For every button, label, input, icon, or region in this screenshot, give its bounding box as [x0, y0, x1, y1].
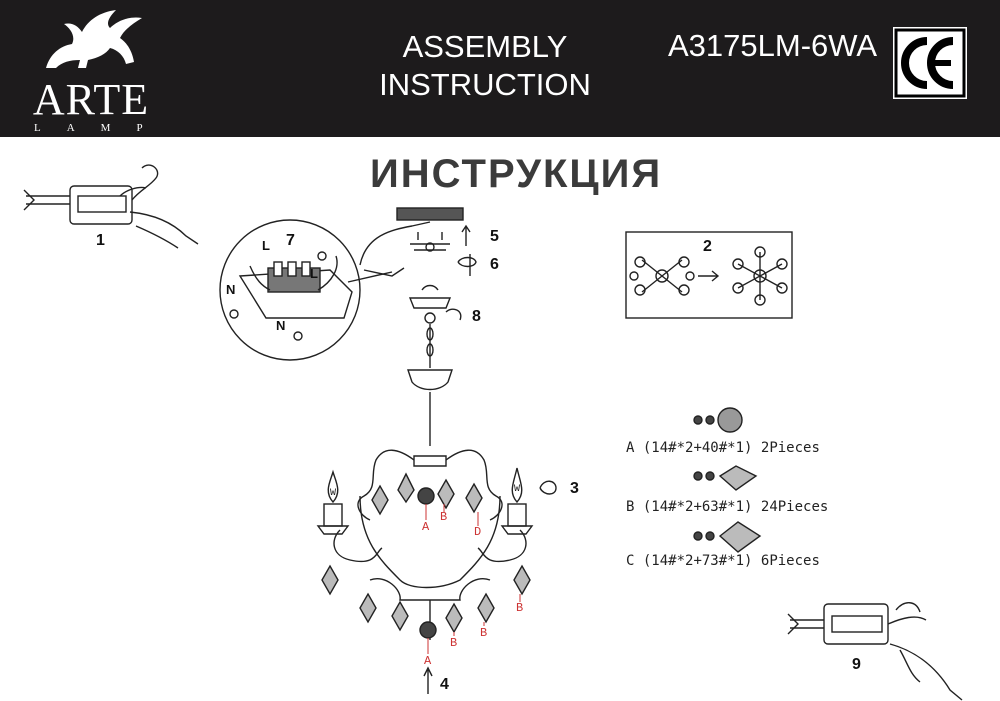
- legend-spec: (14#*2+73#*1): [642, 553, 753, 569]
- legend-row-a: A (14#*2+40#*1) 2Pieces: [626, 440, 820, 456]
- step-number-1: 1: [96, 232, 105, 249]
- rotate-arrow-3: [539, 480, 557, 495]
- ceiling-plate: [359, 207, 477, 277]
- part-label: B: [516, 601, 524, 615]
- part-label: B: [480, 626, 488, 640]
- legend-letter: C: [626, 553, 635, 569]
- wiring-detail-circle: [219, 219, 393, 361]
- crystal-drops: [321, 472, 531, 634]
- canopy-and-chain: [407, 284, 462, 446]
- part-label: A: [424, 654, 432, 668]
- header-bar: ARTE LAMP ASSEMBLY INSTRUCTION A3175LM-6…: [0, 0, 1000, 137]
- title-line-1: ASSEMBLY: [402, 29, 568, 64]
- legend-row-b: B (14#*2+63#*1) 24Pieces: [626, 499, 828, 515]
- legend-row-c: C (14#*2+73#*1) 6Pieces: [626, 553, 820, 569]
- part-label: D: [474, 525, 482, 539]
- legend-qty: 6Pieces: [760, 553, 820, 569]
- chandelier-frame: [316, 449, 534, 640]
- up-arrow-4: [423, 666, 433, 694]
- bulb-mark-left: W: [330, 488, 337, 499]
- step-number-4: 4: [440, 676, 449, 693]
- brand-logo: ARTE LAMP: [26, 6, 156, 134]
- part-label: A: [422, 520, 430, 534]
- bulb-mark-right: W: [514, 484, 521, 495]
- title-line-2: INSTRUCTION: [379, 67, 591, 102]
- wire-label-l-2: L: [310, 266, 318, 281]
- ball-drop-top: [417, 487, 435, 505]
- legend-qty: 24Pieces: [760, 499, 829, 515]
- step-number-6: 6: [490, 256, 499, 273]
- step-number-2: 2: [703, 238, 712, 255]
- model-number: A3175LM-6WA: [668, 28, 878, 63]
- legend-spec: (14#*2+40#*1): [642, 440, 753, 456]
- legend-spec: (14#*2+63#*1): [642, 499, 753, 515]
- part-label: B: [450, 636, 458, 650]
- legend-crystal-c: [693, 521, 762, 553]
- wire-label-n-2: N: [276, 318, 286, 333]
- step-number-7: 7: [286, 232, 295, 249]
- part-label: B: [440, 510, 448, 524]
- arm-layout-panel: [625, 231, 793, 319]
- russian-title: ИНСТРУКЦИЯ: [370, 152, 663, 196]
- step-number-3: 3: [570, 480, 579, 497]
- connector-hand-illustration: [23, 164, 199, 249]
- legend-letter: B: [626, 499, 635, 515]
- step-number-5: 5: [490, 228, 499, 245]
- brand-name: ARTE: [32, 75, 150, 124]
- legend-crystal-b: [693, 465, 758, 491]
- griffin-icon: [46, 10, 142, 68]
- part-leaders: [425, 504, 521, 654]
- legend-crystal-a: [693, 407, 743, 433]
- ce-mark-icon: [894, 28, 966, 98]
- step-number-8: 8: [472, 308, 481, 325]
- document-title: ASSEMBLY INSTRUCTION: [370, 28, 600, 104]
- wire-label-l-1: L: [262, 238, 270, 253]
- legend-letter: A: [626, 440, 635, 456]
- brand-subtitle: LAMP: [34, 122, 169, 134]
- legend-qty: 2Pieces: [760, 440, 820, 456]
- ball-drop-bottom: [419, 621, 437, 639]
- step-number-9: 9: [852, 656, 861, 673]
- connector-hand-illustration-9: [787, 602, 963, 701]
- ce-mark: [893, 27, 967, 99]
- wire-label-n-1: N: [226, 282, 236, 297]
